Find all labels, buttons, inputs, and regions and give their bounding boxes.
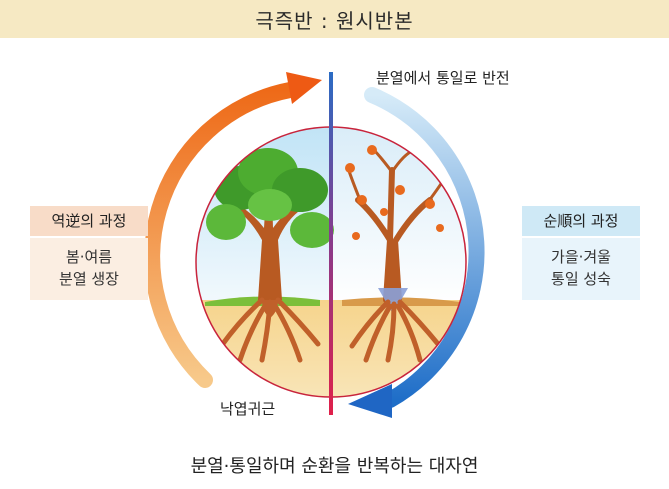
- forward-process-body: 가을·겨울 통일 성숙: [522, 238, 640, 300]
- forward-process-stage: 통일 성숙: [551, 270, 611, 288]
- top-caption: 분열에서 통일로 반전: [376, 69, 510, 87]
- reverse-process-box: 역逆의 과정 봄·여름 분열 생장: [30, 206, 148, 300]
- center-divider: [329, 72, 333, 415]
- fallen-leaves-caption: 낙엽귀근: [220, 400, 276, 418]
- diagram-title: 극즉반 : 원시반본: [255, 8, 414, 33]
- summer-tree: [206, 148, 334, 363]
- orange-arrowhead: [286, 72, 322, 104]
- orange-cycle-arrow: [144, 82, 298, 388]
- reverse-process-header: 역逆의 과정: [30, 206, 148, 236]
- reverse-process-stage: 분열 생장: [59, 270, 119, 288]
- reverse-process-body: 봄·여름 분열 생장: [30, 238, 148, 300]
- blue-arrowhead: [348, 384, 392, 418]
- reverse-process-seasons: 봄·여름: [65, 248, 113, 266]
- forward-process-seasons: 가을·겨울: [551, 248, 611, 266]
- bottom-caption: 분열·통일하며 순환을 반복하는 대자연: [190, 456, 479, 477]
- forward-process-box: 순順의 과정 가을·겨울 통일 성숙: [522, 206, 640, 300]
- down-arrow: [378, 288, 408, 314]
- blue-cycle-arrow: [364, 87, 485, 408]
- title-bar: 극즉반 : 원시반본: [0, 0, 669, 38]
- forward-process-header: 순順의 과정: [522, 206, 640, 236]
